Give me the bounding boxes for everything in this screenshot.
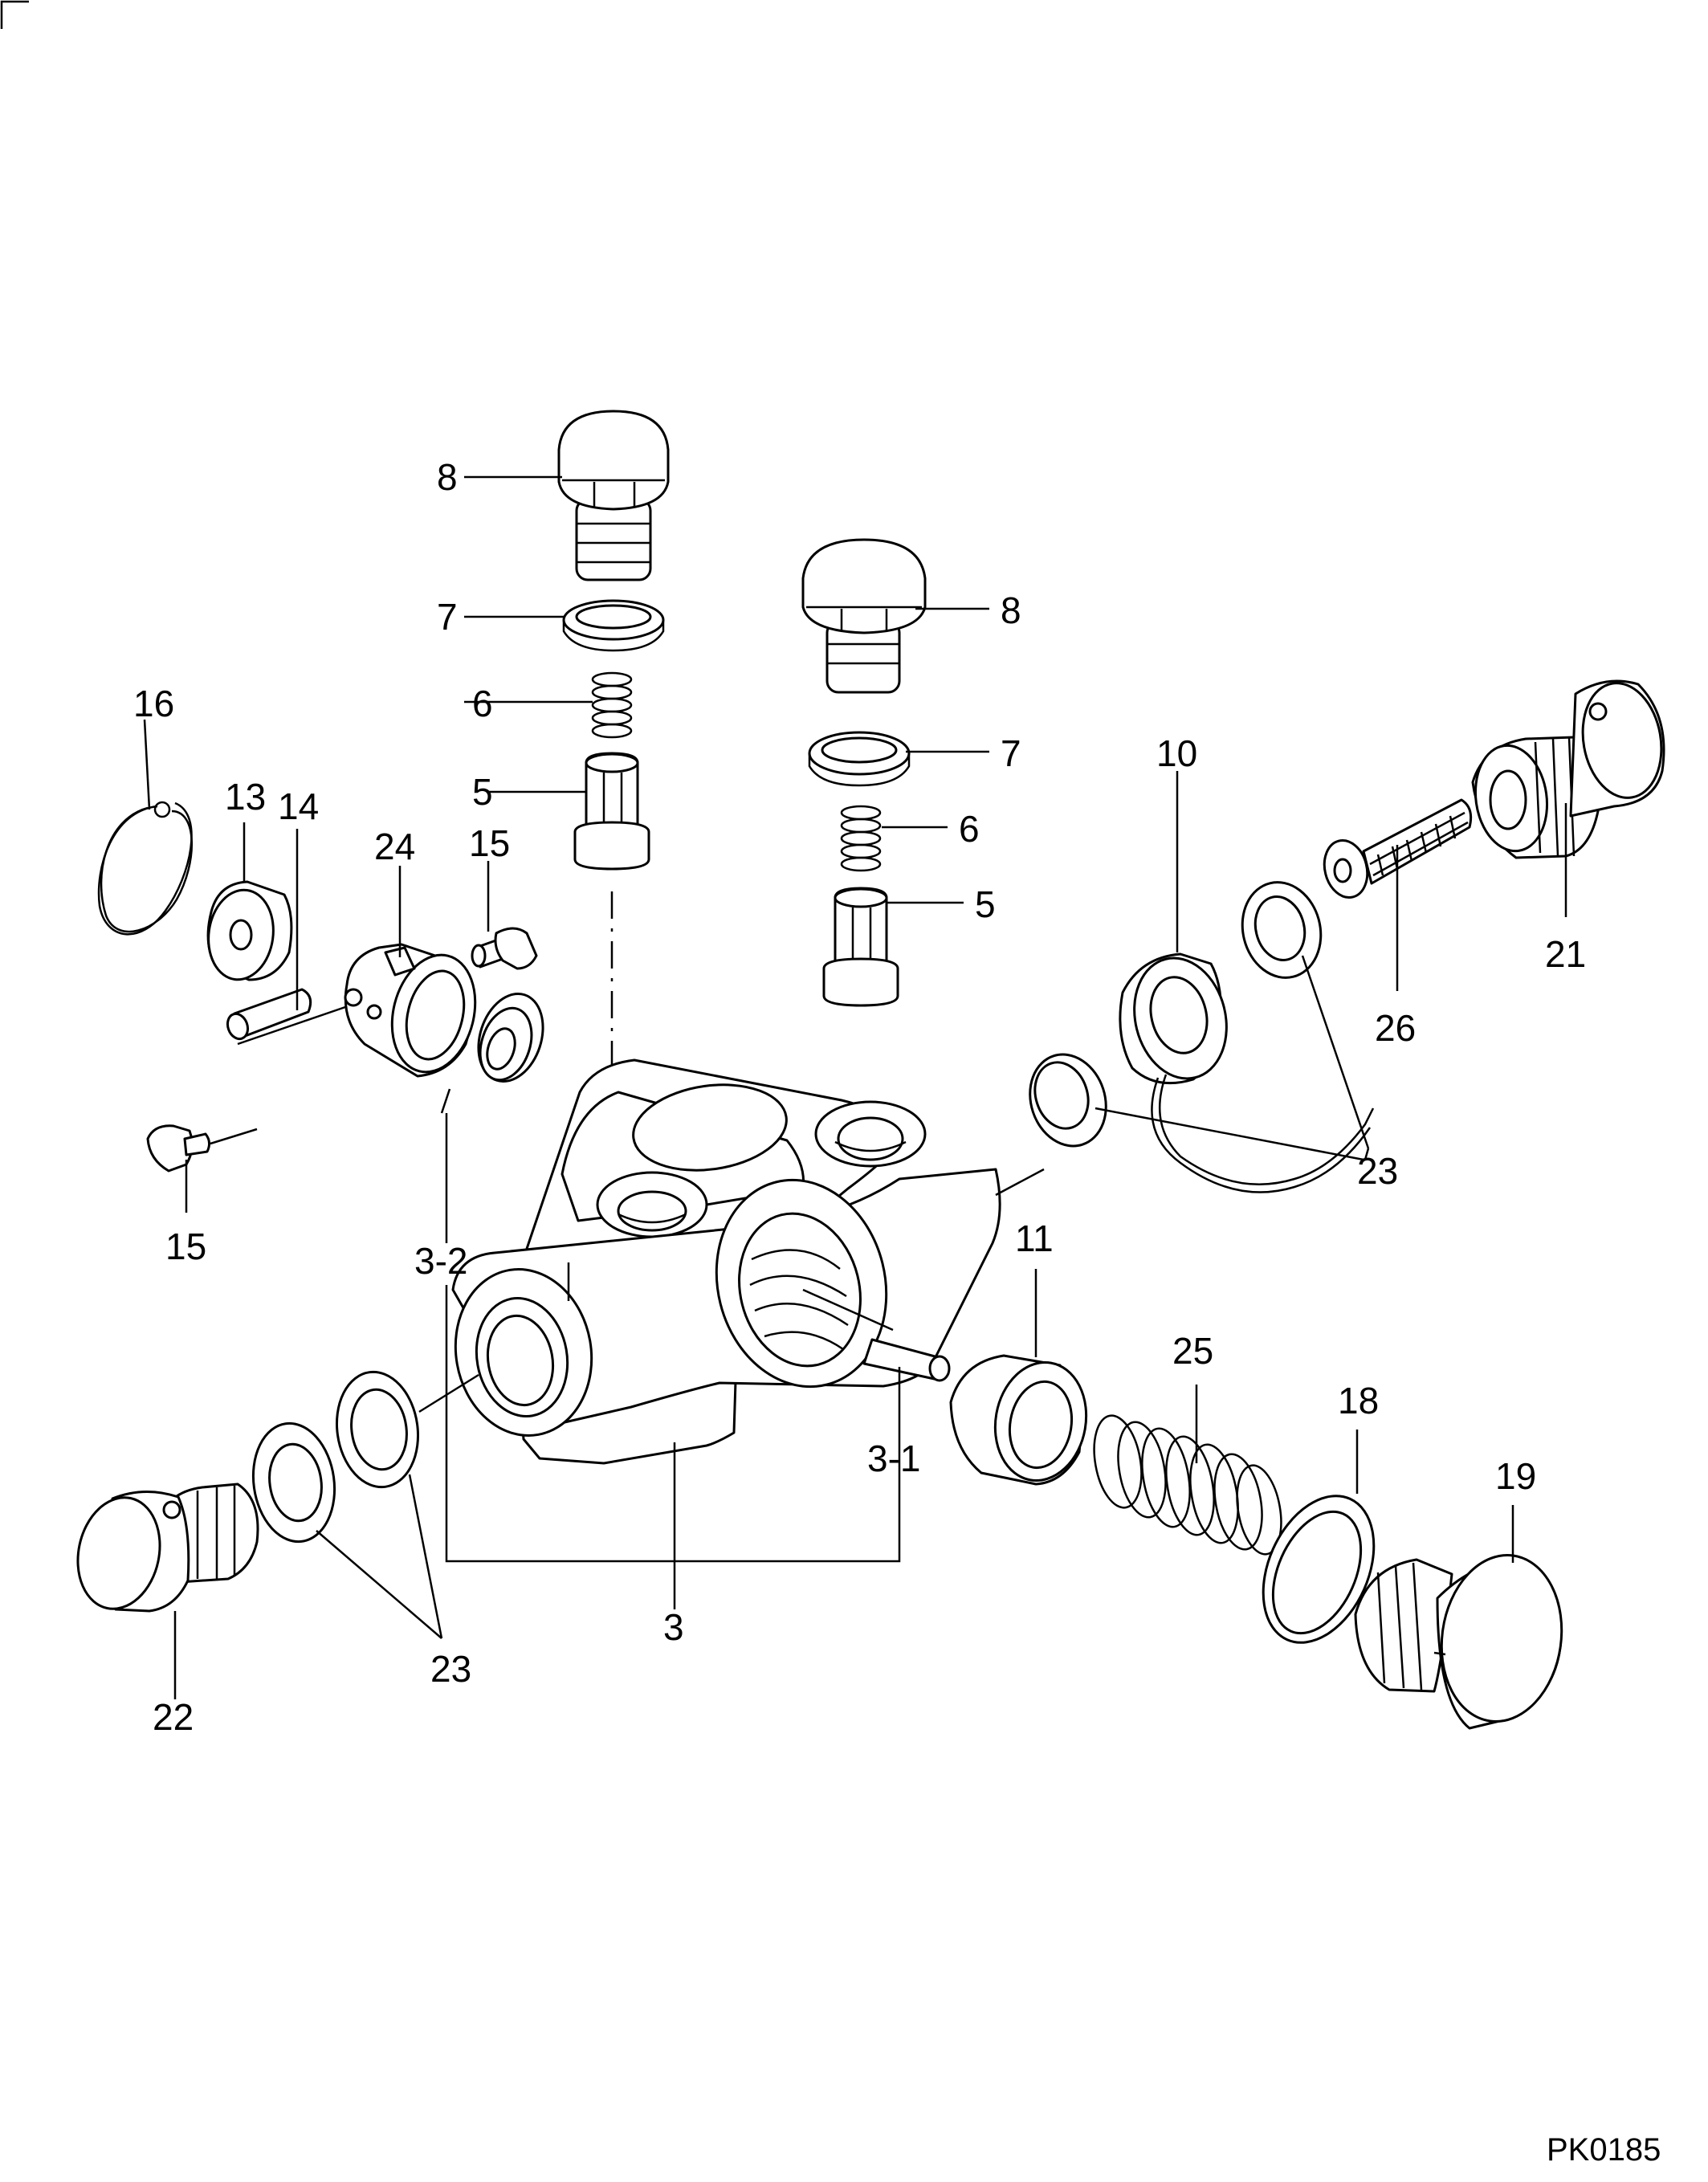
- washer-23-upper-left: [1029, 1053, 1107, 1148]
- leader-lines: [143, 475, 1567, 1699]
- screw-15-bottom: [146, 1124, 211, 1173]
- label-23-right: 23: [1357, 1150, 1398, 1192]
- label-8-mid: 8: [1001, 589, 1021, 631]
- spring-25: [1093, 1414, 1282, 1556]
- label-10: 10: [1156, 732, 1197, 774]
- label-5-top: 5: [472, 771, 493, 813]
- label-7-top: 7: [437, 596, 458, 638]
- plug-22: [76, 1483, 259, 1613]
- drawing-code: PK0185: [1547, 2132, 1661, 2168]
- label-6-top: 6: [472, 683, 493, 724]
- label-13: 13: [225, 776, 266, 818]
- spring-6-mid: [840, 805, 882, 872]
- label-3-1: 3-1: [867, 1438, 920, 1479]
- pin-14: [226, 988, 312, 1041]
- seal-10: [1119, 952, 1375, 1193]
- plug-19: [1354, 1553, 1563, 1730]
- label-15-top: 15: [469, 822, 510, 864]
- valve-5-mid: [822, 887, 899, 1007]
- washer-18: [1262, 1495, 1376, 1644]
- washer-23-guide: [418, 1373, 479, 1413]
- spring-6-top: [591, 671, 633, 739]
- valve-5-top: [573, 752, 650, 871]
- washer-7-top: [562, 599, 665, 652]
- sleeve-24: [344, 943, 477, 1078]
- label-21: 21: [1545, 933, 1586, 975]
- label-23-left: 23: [430, 1648, 471, 1690]
- label-14: 14: [278, 785, 319, 827]
- label-19: 19: [1495, 1455, 1536, 1497]
- corner-mark: [0, 0, 29, 29]
- valve-body-3: [451, 1058, 1045, 1465]
- label-3: 3: [663, 1606, 684, 1648]
- screw-15-guide: [210, 1128, 258, 1145]
- part-labels: 8 7 6 5 8 7 6 5 16 13 14 24 15 15 3-2 10…: [133, 456, 1661, 2168]
- label-6-mid: 6: [959, 808, 980, 850]
- collar-13: [206, 880, 293, 981]
- pin-3-1: [862, 1338, 951, 1382]
- washer-7-mid: [808, 731, 911, 787]
- label-26: 26: [1375, 1007, 1416, 1049]
- label-15-bottom: 15: [165, 1226, 206, 1267]
- plug-21: [1471, 679, 1665, 859]
- label-8-top: 8: [437, 456, 458, 498]
- piston-11: [949, 1354, 1088, 1486]
- plug-8-mid: [801, 538, 927, 694]
- filter-26: [1323, 798, 1473, 899]
- washer-23-lower-right: [335, 1370, 420, 1489]
- plug-8-top: [557, 410, 670, 581]
- pin-14-guide: [237, 1005, 346, 1046]
- label-7-mid: 7: [1001, 732, 1021, 774]
- label-3-2: 3-2: [414, 1240, 467, 1282]
- washer-23-lower-left: [251, 1421, 336, 1544]
- label-18: 18: [1338, 1380, 1379, 1421]
- screw-15-top: [471, 927, 538, 970]
- label-22: 22: [153, 1696, 194, 1738]
- label-24: 24: [374, 826, 415, 867]
- label-25: 25: [1172, 1330, 1213, 1372]
- snap-ring-16: [97, 801, 194, 936]
- label-11: 11: [1015, 1217, 1054, 1259]
- washer-23-upper-right: [1241, 881, 1323, 979]
- label-16: 16: [133, 683, 174, 724]
- label-5-mid: 5: [975, 883, 996, 925]
- seat-3-2: [477, 992, 544, 1083]
